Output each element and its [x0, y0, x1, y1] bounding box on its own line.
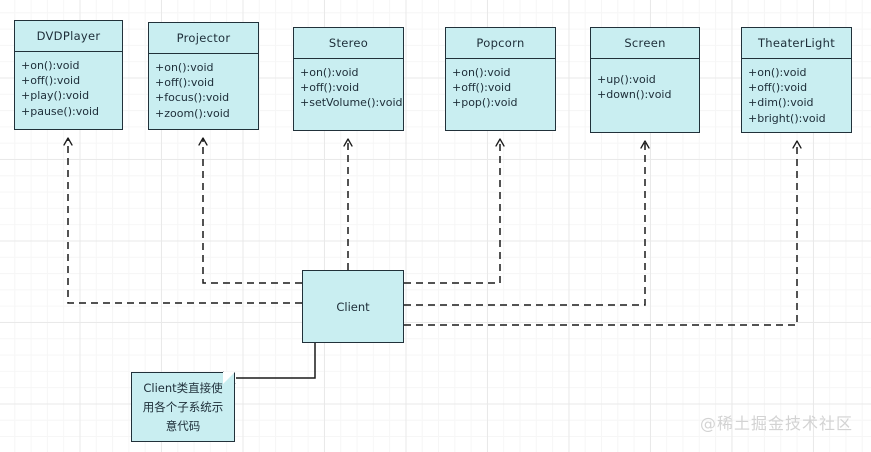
operation: +pop():void [452, 96, 518, 110]
operation: +down():void [597, 88, 672, 102]
class-operations-popcorn: +on():void +off():void +pop():void [446, 59, 555, 130]
watermark: @稀土掘金技术社区 [700, 410, 853, 434]
class-name-client: Client [336, 299, 370, 314]
class-operations-theaterlight: +on():void +off():void +dim():void +brig… [742, 59, 851, 132]
note-anchor-line [236, 343, 316, 379]
operation: +off():void [748, 81, 808, 95]
operation: +on():void [452, 66, 511, 79]
operation: +up():void [597, 73, 656, 86]
class-projector[interactable]: Projector +on():void +off():void +focus(… [148, 22, 259, 130]
operation: +off():void [155, 76, 215, 90]
operation: +pause():void [21, 104, 99, 118]
class-operations-screen: +up():void +down():void [591, 59, 699, 132]
class-stereo[interactable]: Stereo +on():void +off():void +setVolume… [293, 27, 404, 131]
class-operations-stereo: +on():void +off():void +setVolume():void [294, 59, 403, 130]
operation: +on():void [155, 61, 214, 74]
operation: +on():void [748, 66, 807, 79]
class-name-theaterlight: TheaterLight [742, 28, 851, 59]
operation: +play():void [21, 89, 90, 103]
note-text: Client类直接使用各个子系统示意代码 [142, 380, 224, 433]
class-name-stereo: Stereo [294, 28, 403, 59]
operation: +bright():void [748, 111, 826, 125]
dependency-client-projector [198, 137, 302, 284]
class-operations-dvdplayer: +on():void +off():void +play():void +pau… [15, 52, 122, 129]
operation: +setVolume():void [300, 96, 403, 110]
dependency-client-popcorn [404, 138, 505, 284]
watermark-text: @稀土掘金技术社区 [700, 414, 854, 433]
class-theaterlight[interactable]: TheaterLight +on():void +off():void +dim… [741, 27, 852, 133]
operation: +focus():void [155, 91, 230, 105]
dependency-client-theaterlight [404, 140, 802, 326]
operation: +off():void [452, 81, 512, 95]
dependency-client-dvdplayer [63, 137, 302, 304]
operation: +off():void [21, 74, 81, 88]
operation: +on():void [21, 59, 80, 72]
class-popcorn[interactable]: Popcorn +on():void +off():void +pop():vo… [445, 27, 556, 131]
class-name-projector: Projector [149, 23, 258, 54]
note-client-usage[interactable]: Client类直接使用各个子系统示意代码 [131, 372, 235, 442]
class-dvdplayer[interactable]: DVDPlayer +on():void +off():void +play()… [14, 20, 123, 130]
class-operations-projector: +on():void +off():void +focus():void +zo… [149, 54, 258, 129]
class-screen[interactable]: Screen +up():void +down():void [590, 27, 700, 133]
class-name-dvdplayer: DVDPlayer [15, 21, 122, 52]
class-name-popcorn: Popcorn [446, 28, 555, 59]
class-name-screen: Screen [591, 28, 699, 59]
class-client[interactable]: Client [302, 270, 404, 343]
operation: +zoom():void [155, 106, 230, 120]
operation: +dim():void [748, 96, 814, 110]
dependency-client-screen [404, 140, 650, 306]
operation: +on():void [300, 66, 359, 79]
operation: +off():void [300, 81, 360, 95]
